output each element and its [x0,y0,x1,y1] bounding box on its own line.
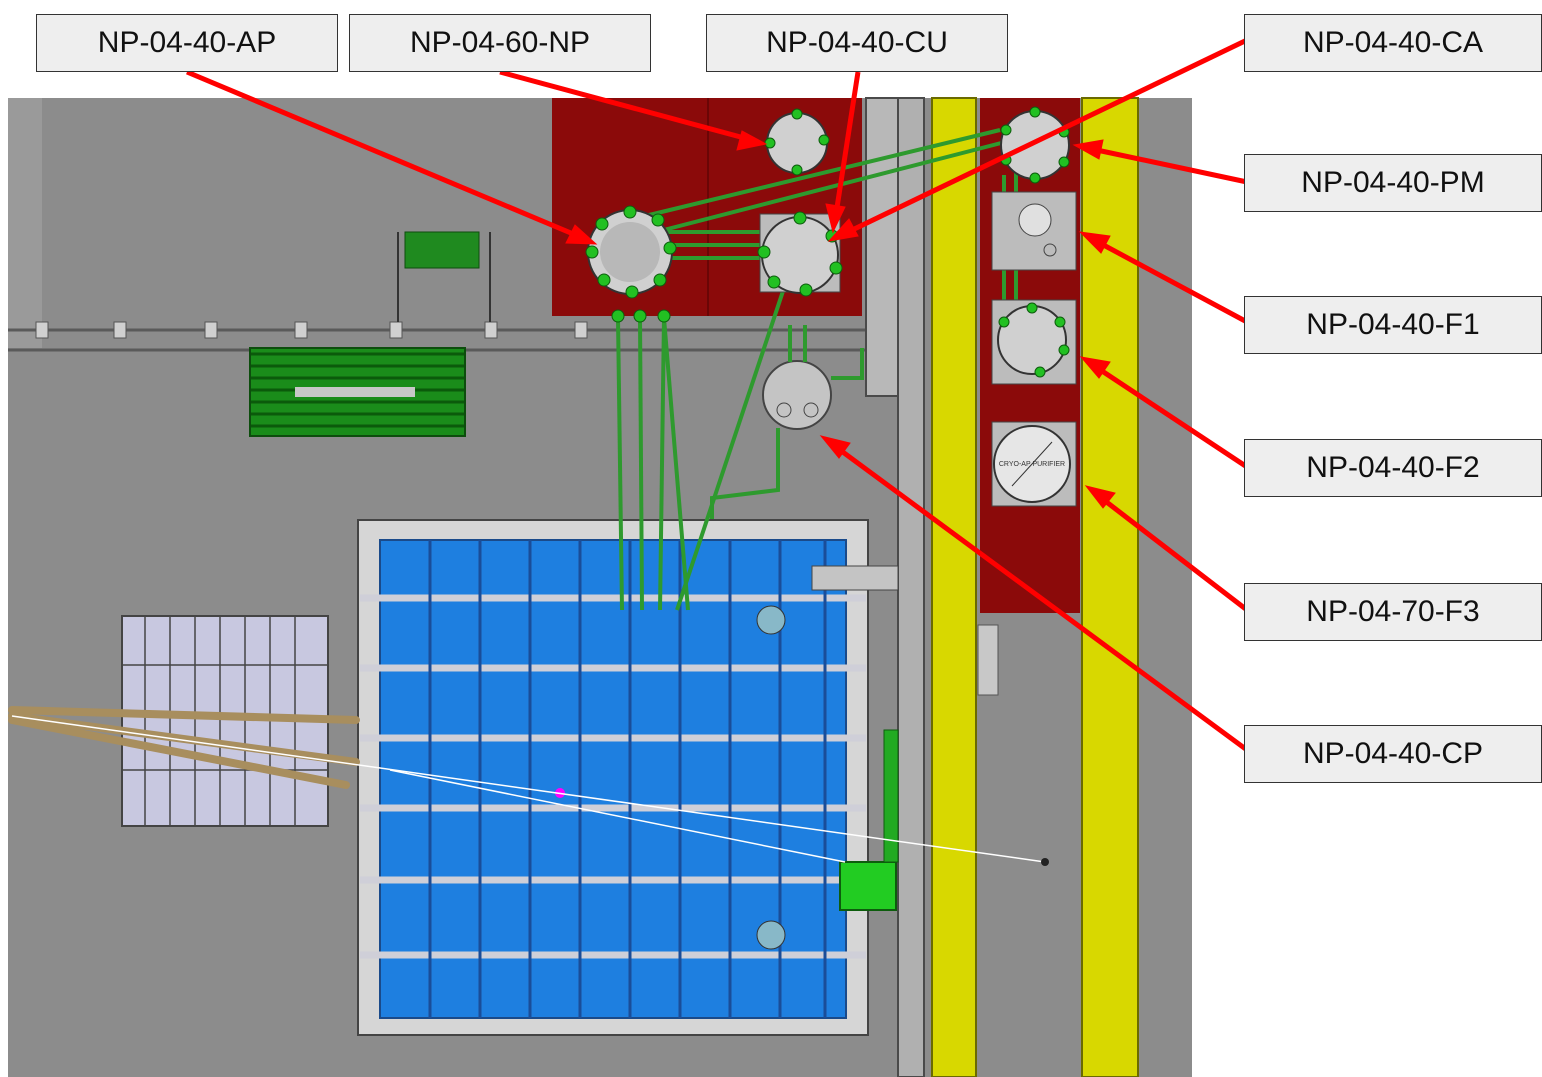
cryostat-pool [357,519,899,1036]
cp-tank [762,360,832,430]
leader-arrows [186,37,1249,753]
label-f3: NP-04-70-F3 [1244,583,1542,641]
label-ap: NP-04-40-AP [36,14,338,72]
green-grill-unit [249,347,466,437]
label-ca: NP-04-40-CA [1244,14,1542,72]
purifier-text: CRYO-AP PURIFIER [999,461,1065,468]
green-box [404,231,480,269]
valve-f2 [991,299,1077,385]
valve-f3: CRYO-AP PURIFIER [991,421,1077,507]
arrow-pm [1072,139,1248,185]
label-f1: NP-04-40-F1 [1244,296,1542,354]
arrow-f1 [1078,231,1249,325]
arrow-f3 [1084,485,1249,612]
valve-cu [759,213,841,294]
arrow-ca [827,37,1249,242]
arrow-cp [819,435,1249,753]
valve-pm [1000,110,1070,180]
label-np: NP-04-60-NP [349,14,651,72]
arrow-f2 [1079,356,1249,470]
label-cp: NP-04-40-CP [1244,725,1542,783]
label-pm: NP-04-40-PM [1244,154,1542,212]
arrow-np [499,69,768,151]
valve-np [766,112,828,174]
arrow-cu [825,71,861,234]
arrow-ap [186,69,598,245]
label-f2: NP-04-40-F2 [1244,439,1542,497]
valve-f1 [991,191,1077,271]
label-cu: NP-04-40-CU [706,14,1008,72]
yellow-rails [931,97,1139,1077]
